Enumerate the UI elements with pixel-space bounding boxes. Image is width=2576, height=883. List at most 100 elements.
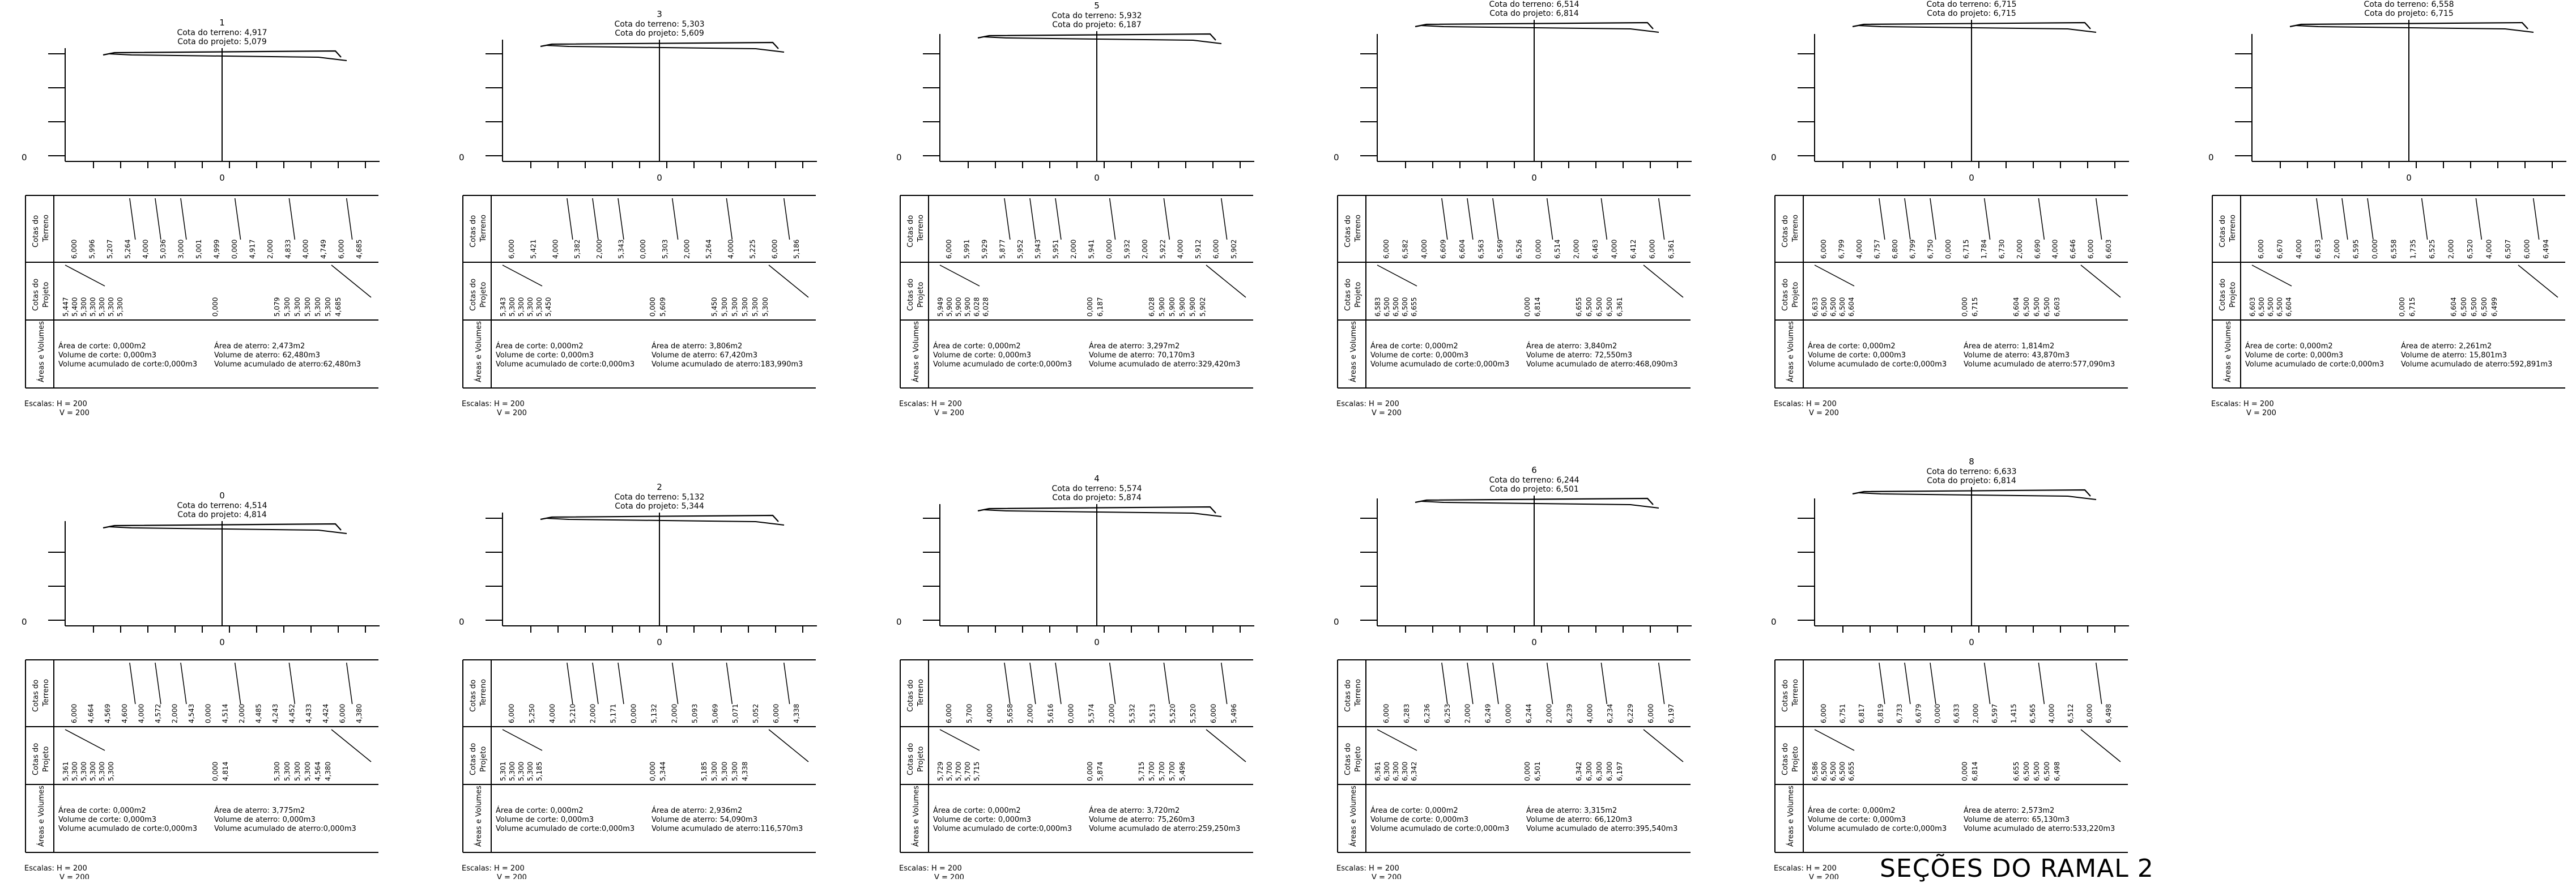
- leader-line: [783, 198, 790, 240]
- terrain-value: 6,000: [1820, 704, 1828, 723]
- area-corte: Área de corte: 0,000m2: [58, 806, 146, 815]
- terrain-value: 0,000: [1934, 704, 1941, 723]
- leader-line: [1220, 662, 1228, 705]
- volume-aterro: Volume de aterro: 0,000m3: [214, 816, 316, 824]
- leader-line: [1206, 729, 1246, 762]
- project-value: 6,500: [1606, 297, 1613, 317]
- leader-line: [155, 662, 161, 705]
- terrain-value: 2,000: [1027, 704, 1034, 723]
- project-value: 5,900: [1178, 297, 1186, 317]
- terrain-value: 4,000: [548, 704, 556, 723]
- terrain-value: 6,234: [1606, 704, 1614, 723]
- elevation-zero-label: 0: [459, 152, 465, 163]
- leader-line: [1163, 662, 1170, 705]
- terrain-value: 6,000: [70, 704, 78, 723]
- project-value: 5,300: [304, 297, 312, 317]
- terrain-value: 5,996: [88, 240, 96, 259]
- volume-acumulado-aterro: Volume acumulado de aterro:183,990m3: [652, 360, 803, 369]
- terrain-value: 4,000: [2295, 240, 2303, 259]
- terrain-value: 5,952: [1016, 240, 1024, 259]
- terrain-value: 5,941: [1088, 240, 1096, 259]
- terrain-value: 6,733: [1896, 704, 1904, 723]
- project-value: 6,300: [1585, 762, 1593, 781]
- terrain-value: 4,000: [1855, 240, 1863, 259]
- volume-corte: Volume de corte: 0,000m3: [496, 351, 594, 360]
- row-header-cotas-projeto: Projeto: [1354, 282, 1362, 308]
- row-header-cotas-projeto: Cotas do: [32, 279, 40, 311]
- volume-corte: Volume de corte: 0,000m3: [1808, 816, 1906, 824]
- leader-line: [783, 662, 790, 705]
- project-value: 6,342: [1410, 762, 1418, 781]
- terrain-value: 5,658: [1006, 704, 1014, 723]
- volume-corte: Volume de corte: 0,000m3: [933, 351, 1031, 360]
- project-value: 5,300: [731, 762, 739, 781]
- terrain-value: 6,558: [2390, 240, 2398, 259]
- area-corte: Área de corte: 0,000m2: [2245, 342, 2333, 351]
- area-aterro: Área de aterro: 2,473m2: [214, 342, 305, 351]
- leader-line: [2095, 198, 2102, 240]
- terrain-value: 6,283: [1403, 704, 1411, 723]
- row-header-cotas-terreno: Terreno: [1354, 215, 1362, 242]
- row-header-cotas-terreno: Terreno: [917, 679, 925, 707]
- cota-terreno-label: Cota do terreno: 5,574: [1051, 484, 1142, 493]
- leader-line: [1983, 198, 1991, 240]
- terrain-value: 5,877: [998, 240, 1006, 259]
- volume-aterro: Volume de aterro: 54,090m3: [652, 816, 757, 824]
- leader-line: [234, 662, 241, 705]
- elevation-zero-label: 0: [896, 152, 902, 163]
- row-header-cotas-terreno: Terreno: [917, 215, 925, 242]
- project-value: 4,564: [314, 762, 322, 781]
- elevation-zero-label: 0: [896, 617, 902, 627]
- terrain-value: 6,000: [1647, 704, 1655, 723]
- row-header-cotas-terreno: Terreno: [479, 215, 488, 242]
- scale-v: V = 200: [934, 873, 964, 879]
- terrain-value: 5,225: [749, 240, 757, 259]
- scale-v: V = 200: [1809, 873, 1839, 879]
- terrain-value: 4,338: [793, 704, 801, 723]
- cota-terreno-label: Cota do terreno: 6,633: [1926, 467, 2016, 476]
- terrain-value: 2,000: [1070, 240, 1078, 259]
- terrain-value: 6,730: [1998, 240, 2006, 259]
- volume-aterro: Volume de aterro: 75,260m3: [1089, 816, 1195, 824]
- terrain-value: 6,498: [2105, 704, 2113, 723]
- row-header-cotas-projeto: Cotas do: [1781, 743, 1790, 775]
- terrain-value: 4,600: [121, 704, 129, 723]
- project-value: 5,900: [1189, 297, 1197, 317]
- project-value: 6,655: [1410, 297, 1418, 317]
- row-header-areas-volumes: Áreas e Volumes: [912, 786, 921, 847]
- row-header-cotas-projeto: Projeto: [42, 282, 50, 308]
- project-value: 6,500: [1383, 297, 1391, 317]
- project-value: 5,300: [283, 762, 291, 781]
- volume-corte: Volume de corte: 0,000m3: [496, 816, 594, 824]
- leader-line: [1109, 198, 1116, 240]
- area-corte: Área de corte: 0,000m2: [1370, 806, 1458, 815]
- centre-station-label: 0: [2406, 173, 2412, 183]
- scale-v: V = 200: [2246, 409, 2276, 417]
- project-value: 5,300: [304, 762, 312, 781]
- project-value: 6,655: [1575, 297, 1583, 317]
- design-profile: [1420, 501, 1659, 509]
- terrain-value: 6,239: [1565, 704, 1573, 723]
- terrain-value: 3,000: [177, 240, 185, 259]
- terrain-value: 5,421: [530, 240, 538, 259]
- terrain-value: 5,902: [1230, 240, 1238, 259]
- volume-acumulado-corte: Volume acumulado de corte:0,000m3: [1808, 825, 1947, 833]
- terrain-value: 0,000: [1105, 240, 1113, 259]
- row-header-areas-volumes: Áreas e Volumes: [1786, 786, 1795, 847]
- section-number: 5: [1094, 1, 1100, 11]
- terrain-value: 4,000: [727, 240, 735, 259]
- design-profile: [108, 53, 347, 61]
- project-value: 6,500: [2043, 297, 2051, 317]
- leader-line: [567, 198, 573, 240]
- volume-acumulado-aterro: Volume acumulado de aterro:0,000m3: [214, 825, 356, 833]
- project-value: 6,655: [2012, 762, 2020, 781]
- leader-line: [2080, 729, 2121, 762]
- leader-line: [939, 265, 980, 287]
- terrain-value: 6,249: [1484, 704, 1492, 723]
- row-header-cotas-terreno: Terreno: [2229, 215, 2237, 242]
- project-value: 6,300: [1383, 762, 1391, 781]
- leader-line: [234, 198, 241, 240]
- cota-projeto-label: Cota do projeto: 4,814: [177, 510, 267, 519]
